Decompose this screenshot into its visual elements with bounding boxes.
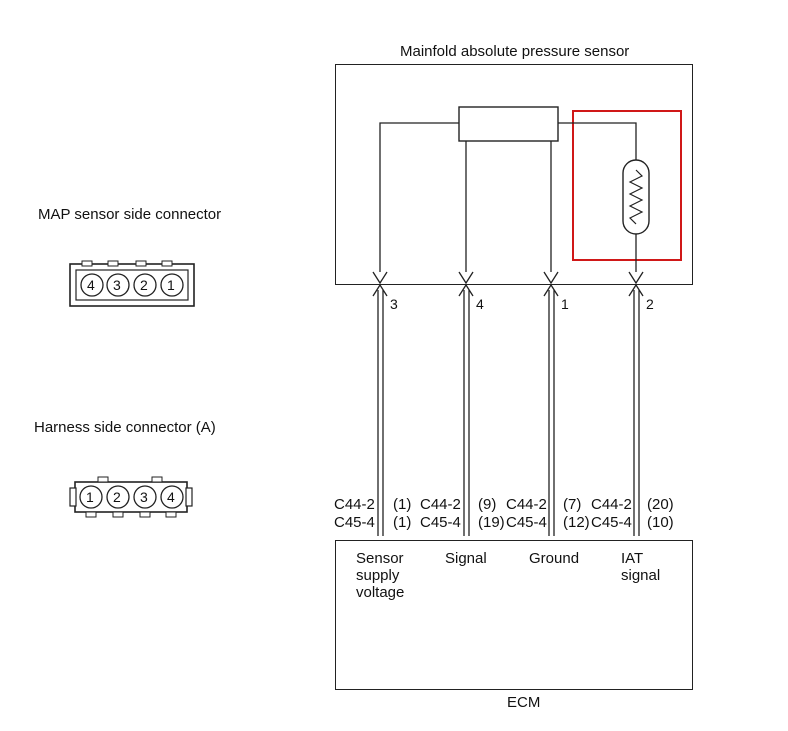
harness-connector-label: Harness side connector (A): [34, 419, 216, 436]
iat-thermistor-highlight: [572, 110, 682, 261]
sensor-box: [335, 64, 693, 285]
ecm-connector-ref: (10): [647, 514, 674, 531]
sensor-pin-number: 1: [561, 296, 569, 312]
ecm-connector-ref: (12): [563, 514, 590, 531]
ecm-connector-ref: (1): [393, 514, 412, 531]
ecm-connector-ref: (9): [478, 496, 497, 513]
sensor-pin-number: 2: [646, 296, 654, 312]
ecm-connector-ref: (20): [647, 496, 674, 513]
map-connector-label: MAP sensor side connector: [38, 206, 222, 223]
map-pin: 1: [167, 277, 175, 293]
ecm-connector-ref: (1): [393, 496, 412, 513]
ecm-connector-ref: (19): [478, 514, 505, 531]
harness-connector-icon: [69, 476, 193, 518]
sensor-element: [458, 106, 559, 142]
harness-pin: 2: [113, 489, 121, 505]
ecm-connector-ref: C44-2: [420, 496, 461, 513]
sensor-pin-number: 4: [476, 296, 484, 312]
sensor-title: Mainfold absolute pressure sensor: [400, 43, 630, 60]
ecm-connector-ref: C45-4: [506, 514, 547, 531]
ecm-terminal-label: Ground: [529, 550, 580, 567]
map-pin: 4: [87, 277, 95, 293]
ecm-label: ECM: [507, 694, 541, 711]
harness-wires: [377, 290, 640, 536]
ecm-connector-ref: C44-2: [506, 496, 547, 513]
ecm-connector-ref: C45-4: [420, 514, 461, 531]
harness-pin: 1: [86, 489, 94, 505]
ecm-box: [335, 540, 693, 690]
ecm-connector-ref: C45-4: [334, 514, 375, 531]
internal-wire-element-thermistor: [558, 122, 637, 160]
pin-arrow-markers: [372, 271, 644, 297]
ecm-terminal-label: Signal: [445, 550, 487, 567]
harness-pin: 4: [167, 489, 175, 505]
map-connector-icon: [69, 260, 195, 307]
ecm-terminal-label: IAT signal: [621, 550, 661, 584]
harness-pin: 3: [140, 489, 148, 505]
sensor-pin-number: 3: [390, 296, 398, 312]
ecm-connector-ref: C44-2: [334, 496, 375, 513]
map-pin: 3: [113, 277, 121, 293]
ecm-connector-ref: (7): [563, 496, 582, 513]
ecm-connector-ref: C45-4: [591, 514, 632, 531]
ecm-connector-ref: C44-2: [591, 496, 632, 513]
thermistor-zigzag: [628, 169, 644, 225]
internal-wire-pin3: [379, 122, 459, 272]
ecm-terminal-label: Sensor supply voltage: [356, 550, 405, 601]
map-pin: 2: [140, 277, 148, 293]
